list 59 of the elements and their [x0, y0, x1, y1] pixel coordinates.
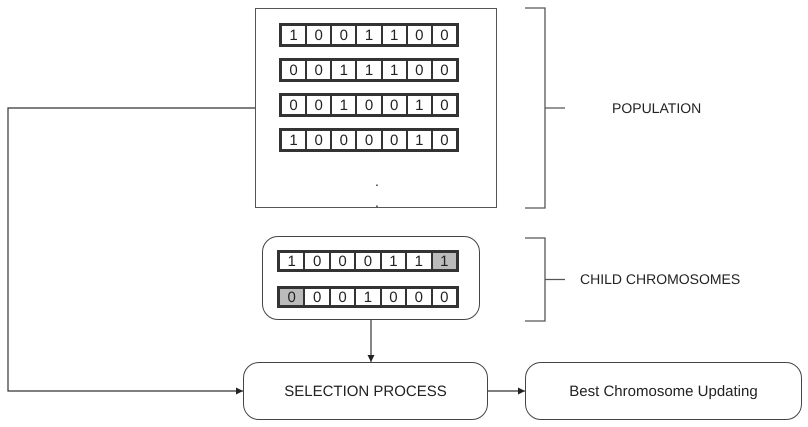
gene-cell: 0 — [330, 289, 354, 305]
gene-cell: 0 — [307, 26, 330, 44]
child-chromosome-box — [262, 236, 480, 320]
gene-cell: 1 — [357, 61, 381, 79]
group-label: POPULATION — [612, 100, 702, 116]
gene-cell: 1 — [282, 26, 306, 44]
group-label: CHILD CHROMOSOMES — [580, 271, 740, 287]
gene-cell: 1 — [407, 253, 431, 269]
gene-cell: 0 — [307, 61, 330, 79]
gene-cell: 0 — [408, 26, 431, 44]
gene-cell: 1 — [382, 61, 406, 79]
arrow — [368, 320, 374, 362]
process-box: SELECTION PROCESS — [243, 362, 488, 420]
chromosome-row — [279, 23, 459, 47]
gene-cell: 0 — [282, 61, 306, 79]
gene-cell: 0 — [330, 253, 354, 269]
chromosome-row — [277, 250, 459, 272]
gene-cell: 0 — [432, 289, 456, 305]
chromosome-row — [279, 128, 459, 152]
gene-cell: 0 — [307, 96, 330, 114]
gene-cell: 0 — [382, 131, 406, 149]
gene-cell: 0 — [305, 289, 329, 305]
gene-cell: 0 — [408, 61, 431, 79]
gene-cell: 0 — [432, 61, 456, 79]
process-box: Best Chromosome Updating — [525, 362, 802, 420]
gene-cell: 0 — [432, 96, 456, 114]
gene-cell: 1 — [382, 253, 406, 269]
gene-cell: 1 — [282, 131, 306, 149]
arrow — [488, 388, 525, 394]
gene-cell: 0 — [305, 253, 329, 269]
chromosome-row — [277, 286, 459, 308]
gene-cell: 0 — [332, 131, 356, 149]
gene-cell: 1 — [280, 253, 304, 269]
gene-cell: 0 — [357, 96, 381, 114]
gene-cell: 0 — [432, 131, 456, 149]
gene-cell: 0 — [307, 131, 330, 149]
gene-cell: 1 — [332, 61, 356, 79]
gene-cell: 1 — [357, 26, 381, 44]
gene-cell: 0 — [357, 131, 381, 149]
ellipsis-dot: . — [375, 195, 379, 209]
gene-cell: 0 — [356, 253, 380, 269]
gene-cell: 1 — [408, 96, 431, 114]
gene-cell: 1 — [332, 96, 356, 114]
gene-cell: 1 — [382, 26, 406, 44]
gene-cell: 0 — [432, 26, 456, 44]
gene-cell: 0 — [280, 289, 304, 305]
ellipsis-dot: . — [375, 174, 379, 188]
gene-cell: 0 — [382, 96, 406, 114]
chromosome-row — [279, 58, 459, 82]
chromosome-row — [279, 93, 459, 117]
gene-cell: 1 — [432, 253, 456, 269]
gene-cell: 0 — [382, 289, 406, 305]
gene-cell: 0 — [282, 96, 306, 114]
gene-cell: 1 — [356, 289, 380, 305]
population-box — [255, 8, 497, 208]
arrow — [7, 107, 255, 394]
gene-cell: 0 — [407, 289, 431, 305]
gene-cell: 1 — [408, 131, 431, 149]
gene-cell: 0 — [332, 26, 356, 44]
